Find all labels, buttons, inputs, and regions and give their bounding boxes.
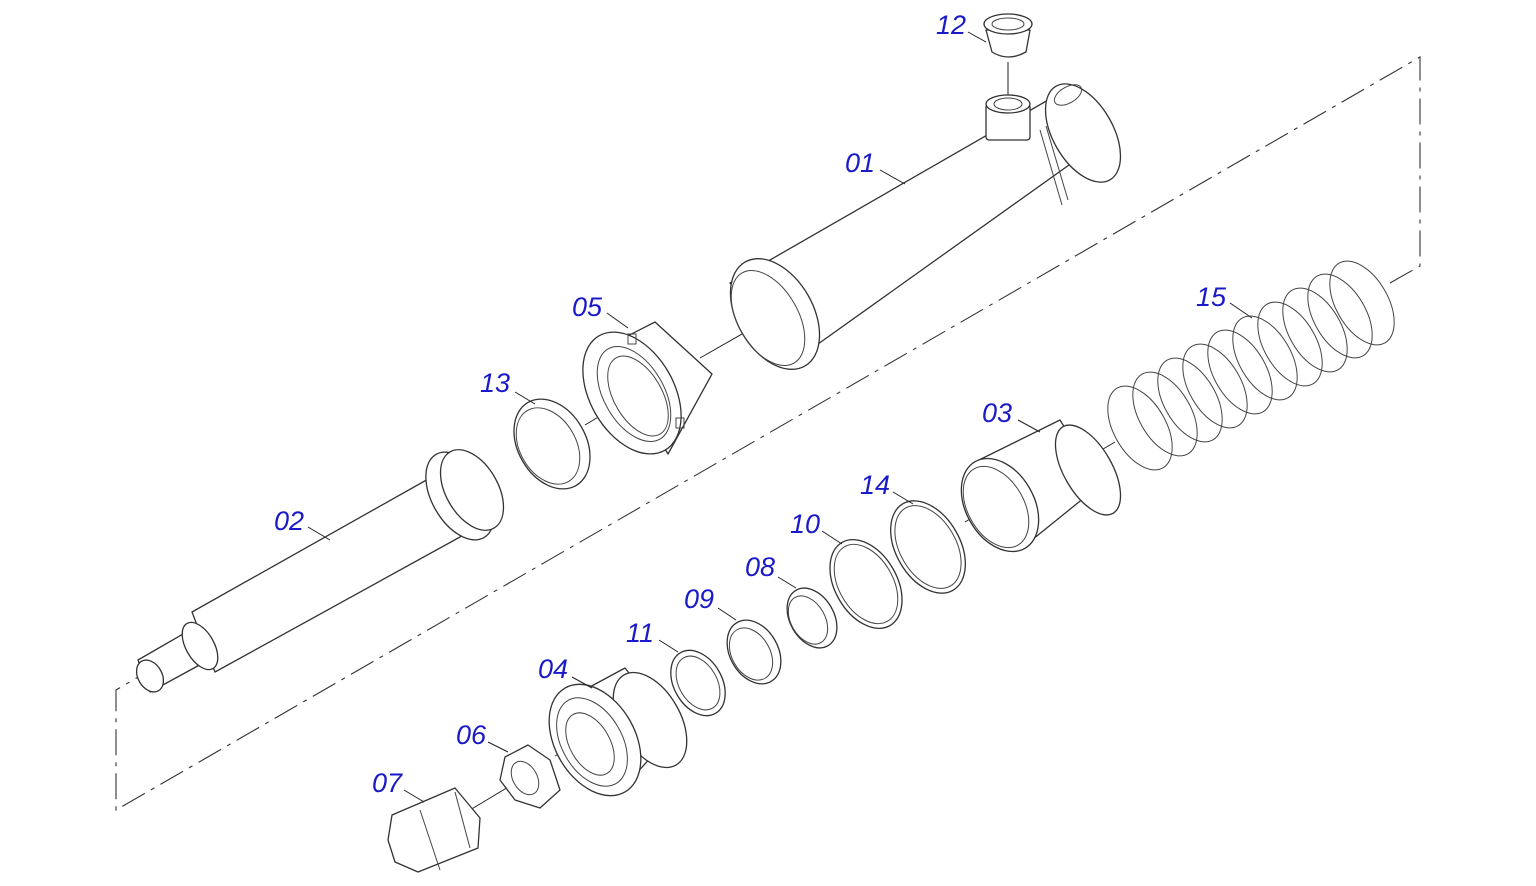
part-15-spring[interactable] (1094, 250, 1407, 481)
callout-14: 14 (860, 470, 890, 500)
part-04-piston[interactable] (530, 660, 702, 812)
callout-labels: 12 01 05 13 15 03 14 10 08 09 02 11 04 0… (274, 10, 1227, 798)
callout-15: 15 (1196, 282, 1227, 312)
part-09-wiper-seal[interactable] (716, 611, 792, 694)
callout-10: 10 (790, 509, 820, 539)
callout-01: 01 (845, 148, 875, 178)
callout-02: 02 (274, 506, 304, 536)
part-02-piston-rod[interactable] (131, 439, 516, 697)
callout-06: 06 (456, 720, 487, 750)
part-12-fitting-cap[interactable] (983, 13, 1033, 58)
part-07-cap-nut[interactable] (387, 787, 481, 873)
callout-13: 13 (480, 368, 510, 398)
callout-leaders (307, 31, 1253, 803)
part-03-sleeve[interactable] (946, 415, 1134, 566)
part-14-seal-ring[interactable] (875, 488, 980, 607)
part-13-ring[interactable] (499, 385, 606, 502)
part-06-hex-nut[interactable] (499, 744, 561, 809)
part-10-o-ring[interactable] (815, 527, 917, 641)
callout-05: 05 (572, 292, 603, 322)
callout-04: 04 (538, 654, 568, 684)
part-01-cylinder-barrel[interactable] (712, 71, 1136, 385)
callout-12: 12 (936, 10, 966, 40)
part-11-retaining-ring[interactable] (660, 641, 737, 726)
part-05-gland-nut[interactable] (563, 315, 713, 471)
assembly-path-line (115, 56, 1421, 811)
callout-03: 03 (982, 398, 1012, 428)
callout-08: 08 (745, 552, 775, 582)
callout-09: 09 (684, 584, 714, 614)
callout-07: 07 (372, 768, 403, 798)
part-08-bushing[interactable] (777, 579, 847, 656)
callout-11: 11 (626, 618, 654, 648)
